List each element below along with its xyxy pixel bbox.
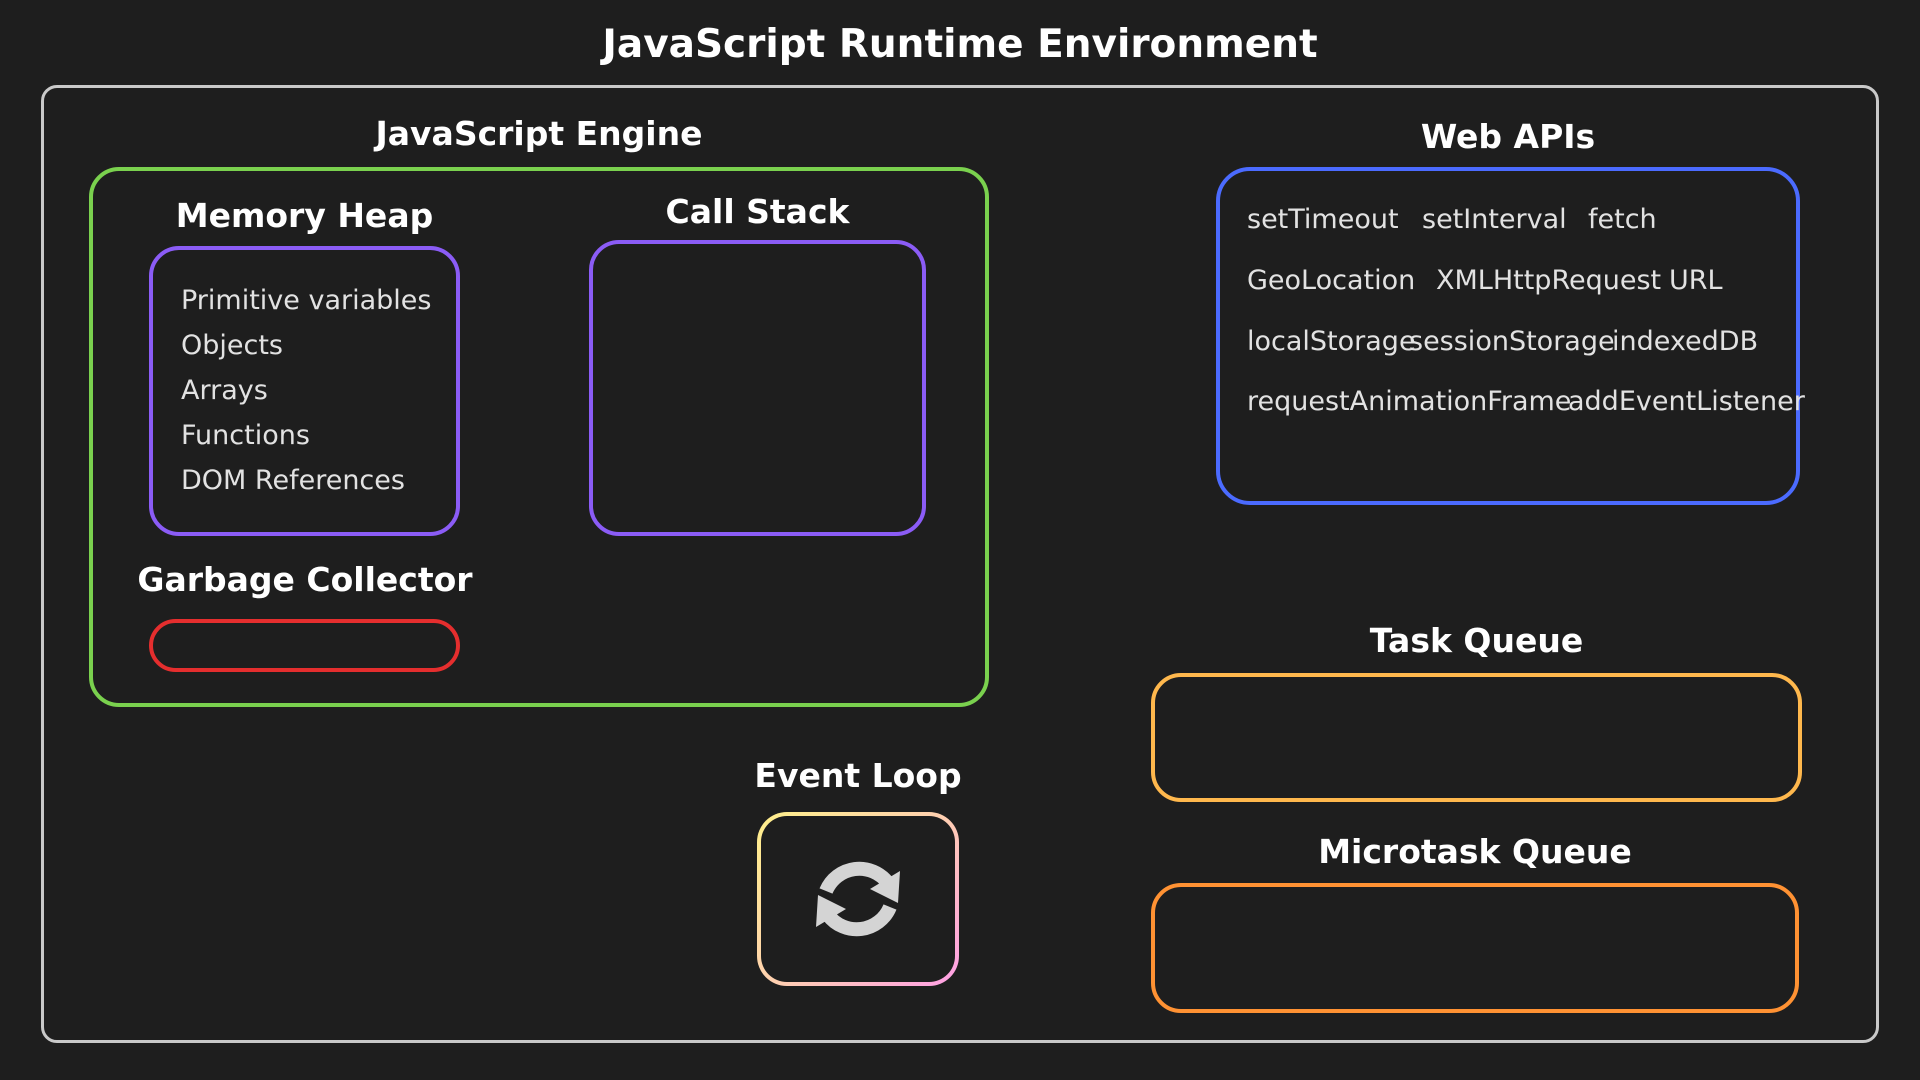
engine-title: JavaScript Engine <box>375 114 703 153</box>
task-queue-title: Task Queue <box>1369 621 1584 660</box>
microtask-queue-box <box>1151 883 1799 1013</box>
web-api-item: setTimeout <box>1247 204 1399 235</box>
memory-heap-item: DOM References <box>181 465 405 496</box>
call-stack-title: Call Stack <box>665 192 850 231</box>
web-api-item: fetch <box>1588 204 1657 235</box>
memory-heap-item: Objects <box>181 330 284 361</box>
microtask-queue-title: Microtask Queue <box>1318 832 1632 871</box>
event-loop-inner <box>761 816 955 982</box>
memory-heap-item: Functions <box>181 420 310 451</box>
refresh-icon <box>816 861 900 937</box>
web-apis-box <box>1216 167 1800 505</box>
web-api-item: GeoLocation <box>1247 265 1416 296</box>
web-api-item: localStorage <box>1247 326 1416 357</box>
event-loop-box <box>757 812 959 986</box>
event-loop-title: Event Loop <box>754 756 962 795</box>
diagram-title: JavaScript Runtime Environment <box>602 22 1318 67</box>
garbage-collector-title: Garbage Collector <box>137 560 473 599</box>
web-api-item: addEventListener <box>1568 386 1805 417</box>
runtime-environment-box <box>41 85 1879 1043</box>
engine-box <box>89 167 989 707</box>
web-api-item: indexedDB <box>1612 326 1759 357</box>
memory-heap-title: Memory Heap <box>175 196 434 235</box>
call-stack-box <box>589 240 926 536</box>
web-api-item: XMLHttpRequest <box>1436 265 1662 296</box>
garbage-collector-box <box>149 619 460 672</box>
web-api-item: sessionStorage <box>1409 326 1615 357</box>
web-api-item: setInterval <box>1422 204 1567 235</box>
memory-heap-item: Arrays <box>181 375 268 406</box>
web-api-item: URL <box>1669 265 1723 296</box>
memory-heap-item: Primitive variables <box>181 285 432 316</box>
memory-heap-box <box>149 246 460 536</box>
memory-heap-list: Primitive variables Objects Arrays Funct… <box>181 278 431 503</box>
task-queue-box <box>1151 673 1802 802</box>
web-apis-title: Web APIs <box>1420 117 1596 156</box>
web-api-item: requestAnimationFrame <box>1247 386 1572 417</box>
